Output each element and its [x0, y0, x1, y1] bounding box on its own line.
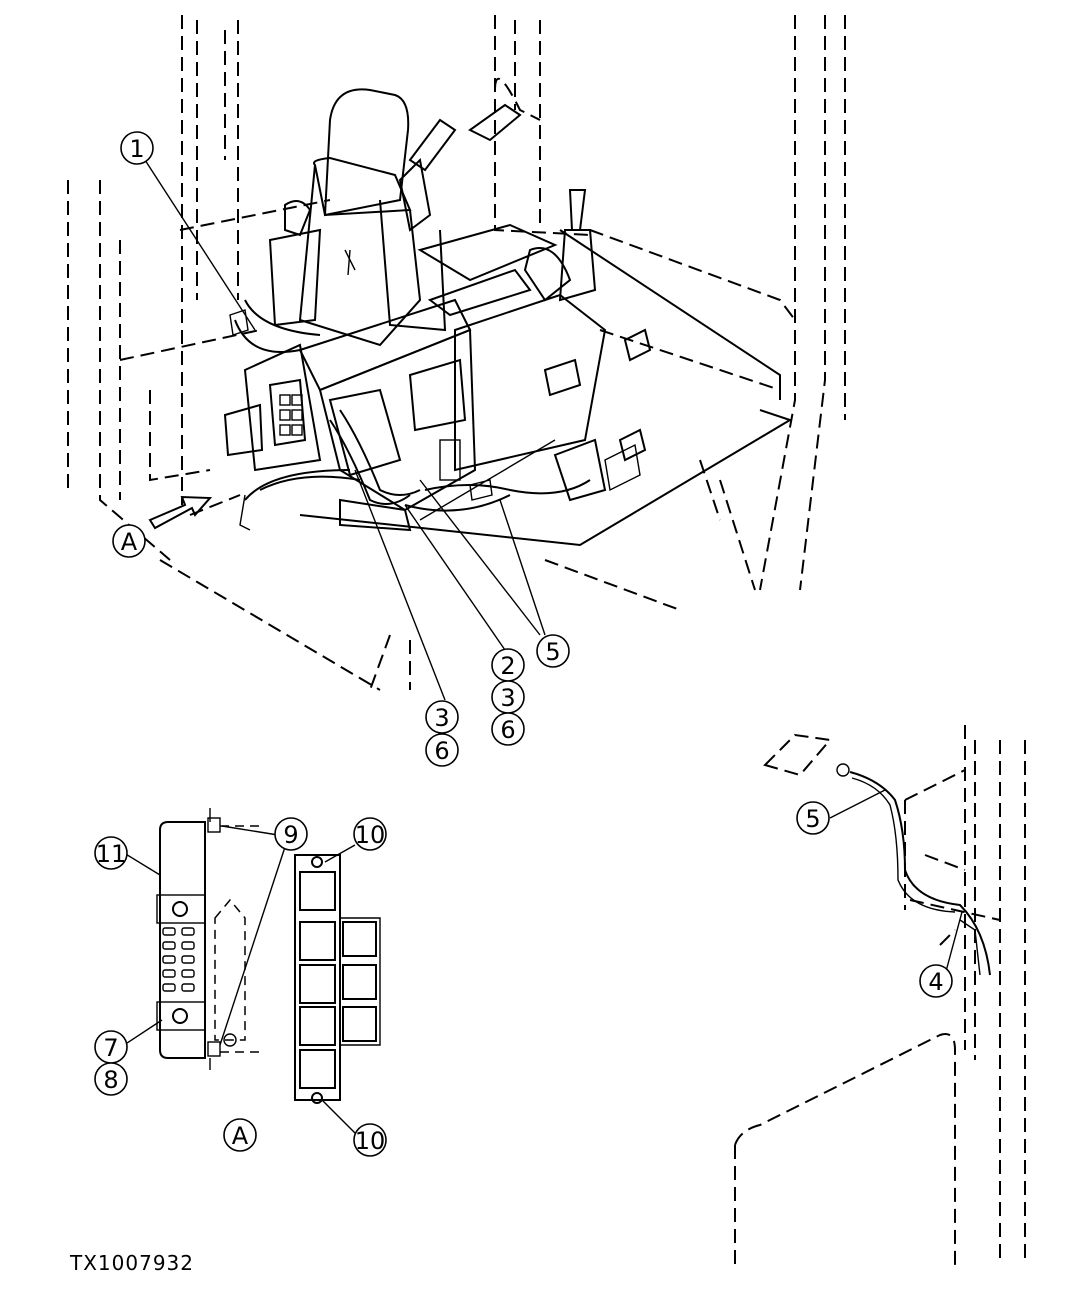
svg-text:A: A [121, 528, 138, 556]
callout-a-arrow: A [112, 524, 146, 558]
callout-5-top: 5 [536, 634, 570, 668]
callout-11: 11 [94, 836, 128, 870]
svg-text:6: 6 [434, 737, 449, 765]
callout-1: 1 [120, 131, 154, 165]
callout-3-left: 3 [425, 700, 459, 734]
callout-8: 8 [94, 1062, 128, 1096]
view-a-arrow [148, 495, 213, 530]
controller-and-harness [223, 298, 591, 532]
callout-10-bottom: 10 [353, 1123, 387, 1157]
svg-text:3: 3 [434, 704, 449, 732]
svg-text:4: 4 [928, 968, 943, 996]
callout-9: 9 [274, 817, 308, 851]
svg-text:8: 8 [103, 1066, 118, 1094]
svg-text:A: A [232, 1122, 249, 1150]
callout-5-right: 5 [796, 801, 830, 835]
callout-6-left: 6 [425, 733, 459, 767]
keypad-buttons [162, 927, 195, 992]
callout-4: 4 [919, 964, 953, 998]
callout-3-right: 3 [491, 680, 525, 714]
svg-text:1: 1 [129, 135, 144, 163]
svg-text:5: 5 [805, 805, 820, 833]
callout-7: 7 [94, 1030, 128, 1064]
svg-text:9: 9 [283, 821, 298, 849]
svg-text:10: 10 [355, 821, 386, 849]
connector-strip [294, 844, 381, 1134]
svg-text:2: 2 [500, 652, 515, 680]
svg-text:7: 7 [103, 1034, 118, 1062]
svg-text:10: 10 [355, 1127, 386, 1155]
right-control-console [454, 189, 652, 502]
cab-frame [67, 15, 846, 691]
callout-6-right: 6 [491, 712, 525, 746]
svg-text:11: 11 [96, 840, 127, 868]
svg-text:5: 5 [545, 638, 560, 666]
operator-seat [268, 88, 558, 347]
leader-lines [144, 159, 546, 701]
figure-id: TX1007932 [69, 1251, 194, 1275]
view-a-label: A [223, 1118, 257, 1152]
callout-10-top: 10 [353, 817, 387, 851]
callout-2: 2 [491, 648, 525, 682]
svg-text:3: 3 [500, 684, 515, 712]
right-rear-detail [734, 725, 1026, 1265]
svg-text:6: 6 [500, 716, 515, 744]
view-a-detail [123, 808, 286, 1070]
